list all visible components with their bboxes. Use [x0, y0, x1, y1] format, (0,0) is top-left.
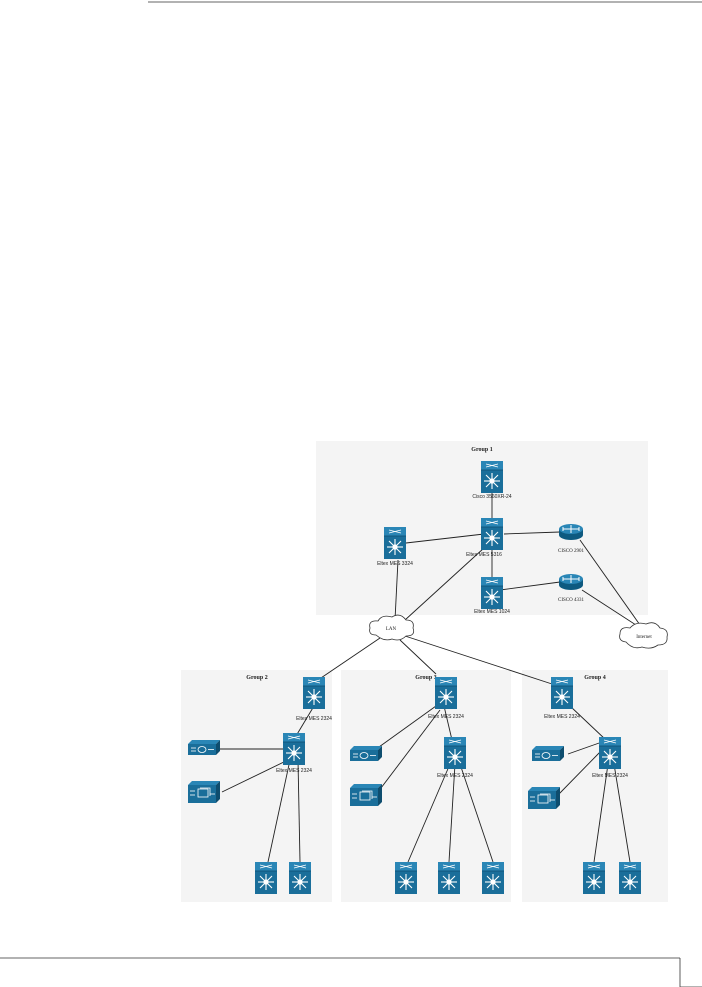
cisco-4331-label: CISCO 4331: [558, 598, 584, 603]
g2-access-switch-1-icon: [254, 861, 278, 895]
switch-eltex-1024-icon: [480, 576, 504, 610]
lan-cloud-icon: [369, 614, 415, 641]
g4-file-server-icon: [527, 786, 561, 810]
group-3-label: Group 3: [415, 675, 436, 681]
switch-cisco-3560-icon: [480, 460, 504, 494]
switch-eltex-5316-icon: [480, 517, 504, 551]
lan-label: LAN: [386, 627, 397, 632]
g3-file-server-icon: [349, 783, 383, 807]
g4-top-switch-icon: [550, 676, 574, 710]
group-1-label: Group 1: [471, 447, 492, 453]
eltex-5316-label: Eltex MES 5316: [466, 552, 502, 558]
g4-storage-server-icon: [531, 745, 565, 762]
g4-mid-switch-label: Eltex MES 2324: [592, 773, 628, 779]
g3-access-switch-3-icon: [481, 861, 505, 895]
group-2-label: Group 2: [246, 675, 267, 681]
g4-access-switch-2-icon: [618, 861, 642, 895]
g3-mid-switch-label: Eltex MES 2324: [437, 773, 473, 779]
g2-mid-switch-label: Eltex MES 2324: [276, 768, 312, 774]
g4-top-switch-label: Eltex MES 2324: [544, 714, 580, 720]
g2-access-switch-2-icon: [288, 861, 312, 895]
footer-rule: [0, 957, 702, 987]
eltex-1024-label: Eltex MES 1024: [474, 609, 510, 615]
g2-top-switch-label: Eltex MES 2324: [296, 716, 332, 722]
cisco-2901-label: CISCO 2901: [558, 549, 584, 554]
g3-storage-server-icon: [349, 745, 383, 762]
g2-storage-server-icon: [187, 739, 221, 756]
g2-mid-switch-icon: [282, 732, 306, 766]
g4-mid-switch-icon: [598, 736, 622, 770]
g4-access-switch-1-icon: [582, 861, 606, 895]
g3-access-switch-2-icon: [437, 861, 461, 895]
links: [220, 492, 641, 863]
g2-file-server-icon: [187, 780, 221, 804]
g3-top-switch-label: Eltex MES 2324: [428, 714, 464, 720]
g3-top-switch-icon: [434, 676, 458, 710]
cisco-3560-label: Cisco 3560XR-24: [472, 494, 511, 500]
g2-top-switch-icon: [302, 676, 326, 710]
switch-eltex-3324-icon: [383, 526, 407, 560]
internet-label: Internet: [636, 635, 652, 640]
router-cisco-2901-icon: [558, 523, 584, 541]
router-cisco-4331-icon: [558, 573, 584, 591]
internet-cloud-icon: [619, 622, 668, 649]
eltex-3324-label: Eltex MES 3324: [377, 561, 413, 567]
g3-mid-switch-icon: [443, 736, 467, 770]
g3-access-switch-1-icon: [394, 861, 418, 895]
group-4-label: Group 4: [584, 675, 605, 681]
